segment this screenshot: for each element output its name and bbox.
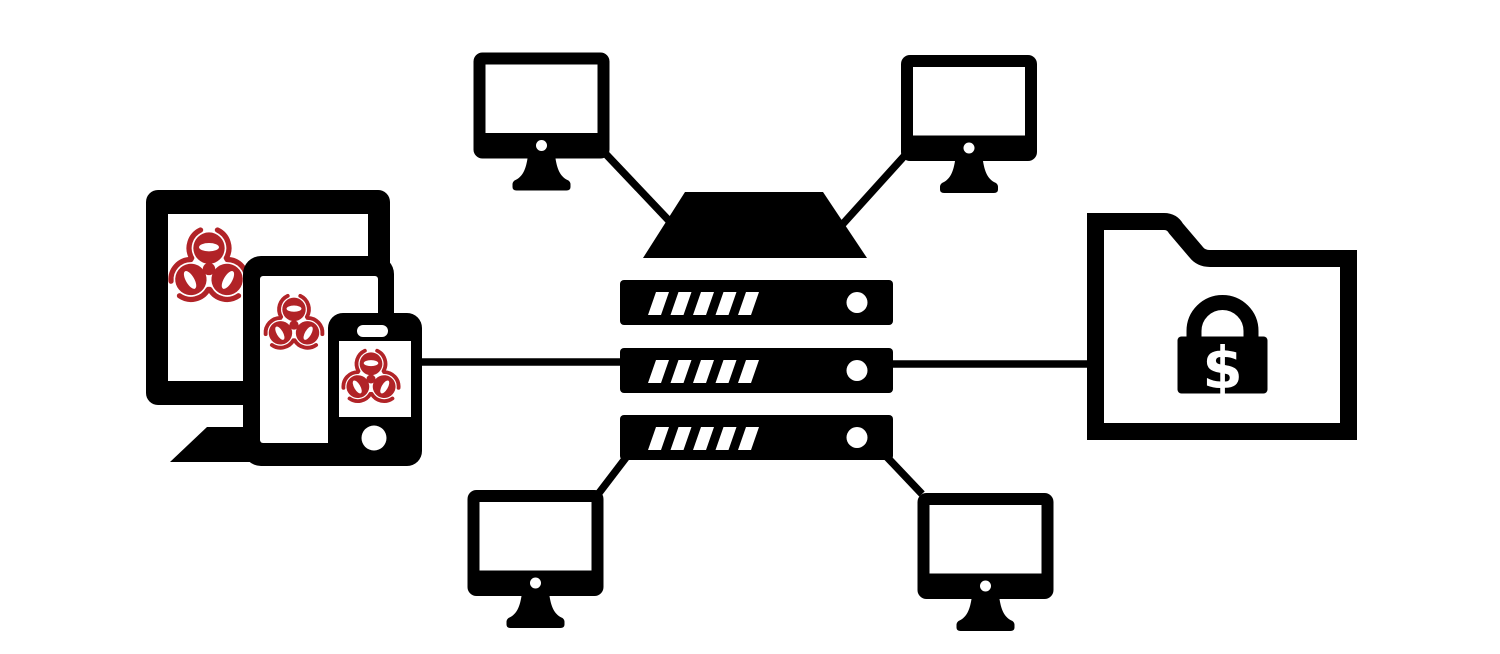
server-unit-2 — [620, 348, 893, 393]
server-unit-3 — [620, 415, 893, 460]
dollar-sign: $ — [1202, 334, 1242, 402]
edge-workstation-top-right-to-server — [838, 150, 910, 229]
padlock-shackle — [1186, 295, 1259, 344]
folder-outline — [1087, 213, 1357, 440]
infected-devices-group — [146, 190, 422, 466]
workstation-monitor-bottom-left — [467, 490, 604, 628]
padlock-body — [1177, 336, 1268, 394]
padlock-icon: $ — [1177, 295, 1268, 402]
edge-workstation-top-left-to-server — [599, 147, 677, 229]
workstation-monitor-top-right — [901, 55, 1037, 193]
server-top-hood — [643, 192, 867, 258]
workstation-monitor-top-left — [473, 52, 610, 191]
server-rack — [620, 192, 893, 460]
locked-folder: $ — [1087, 213, 1357, 440]
edge-server-to-workstation-bottom-right — [882, 452, 925, 497]
server-unit-1 — [620, 280, 893, 325]
smartphone-speaker — [357, 325, 388, 337]
desktop-stand — [170, 427, 252, 462]
edge-server-to-workstation-bottom-left — [596, 452, 631, 496]
workstation-monitor-bottom-right — [917, 493, 1054, 631]
connection-lines — [412, 147, 1100, 497]
smartphone-home-button — [361, 425, 387, 451]
